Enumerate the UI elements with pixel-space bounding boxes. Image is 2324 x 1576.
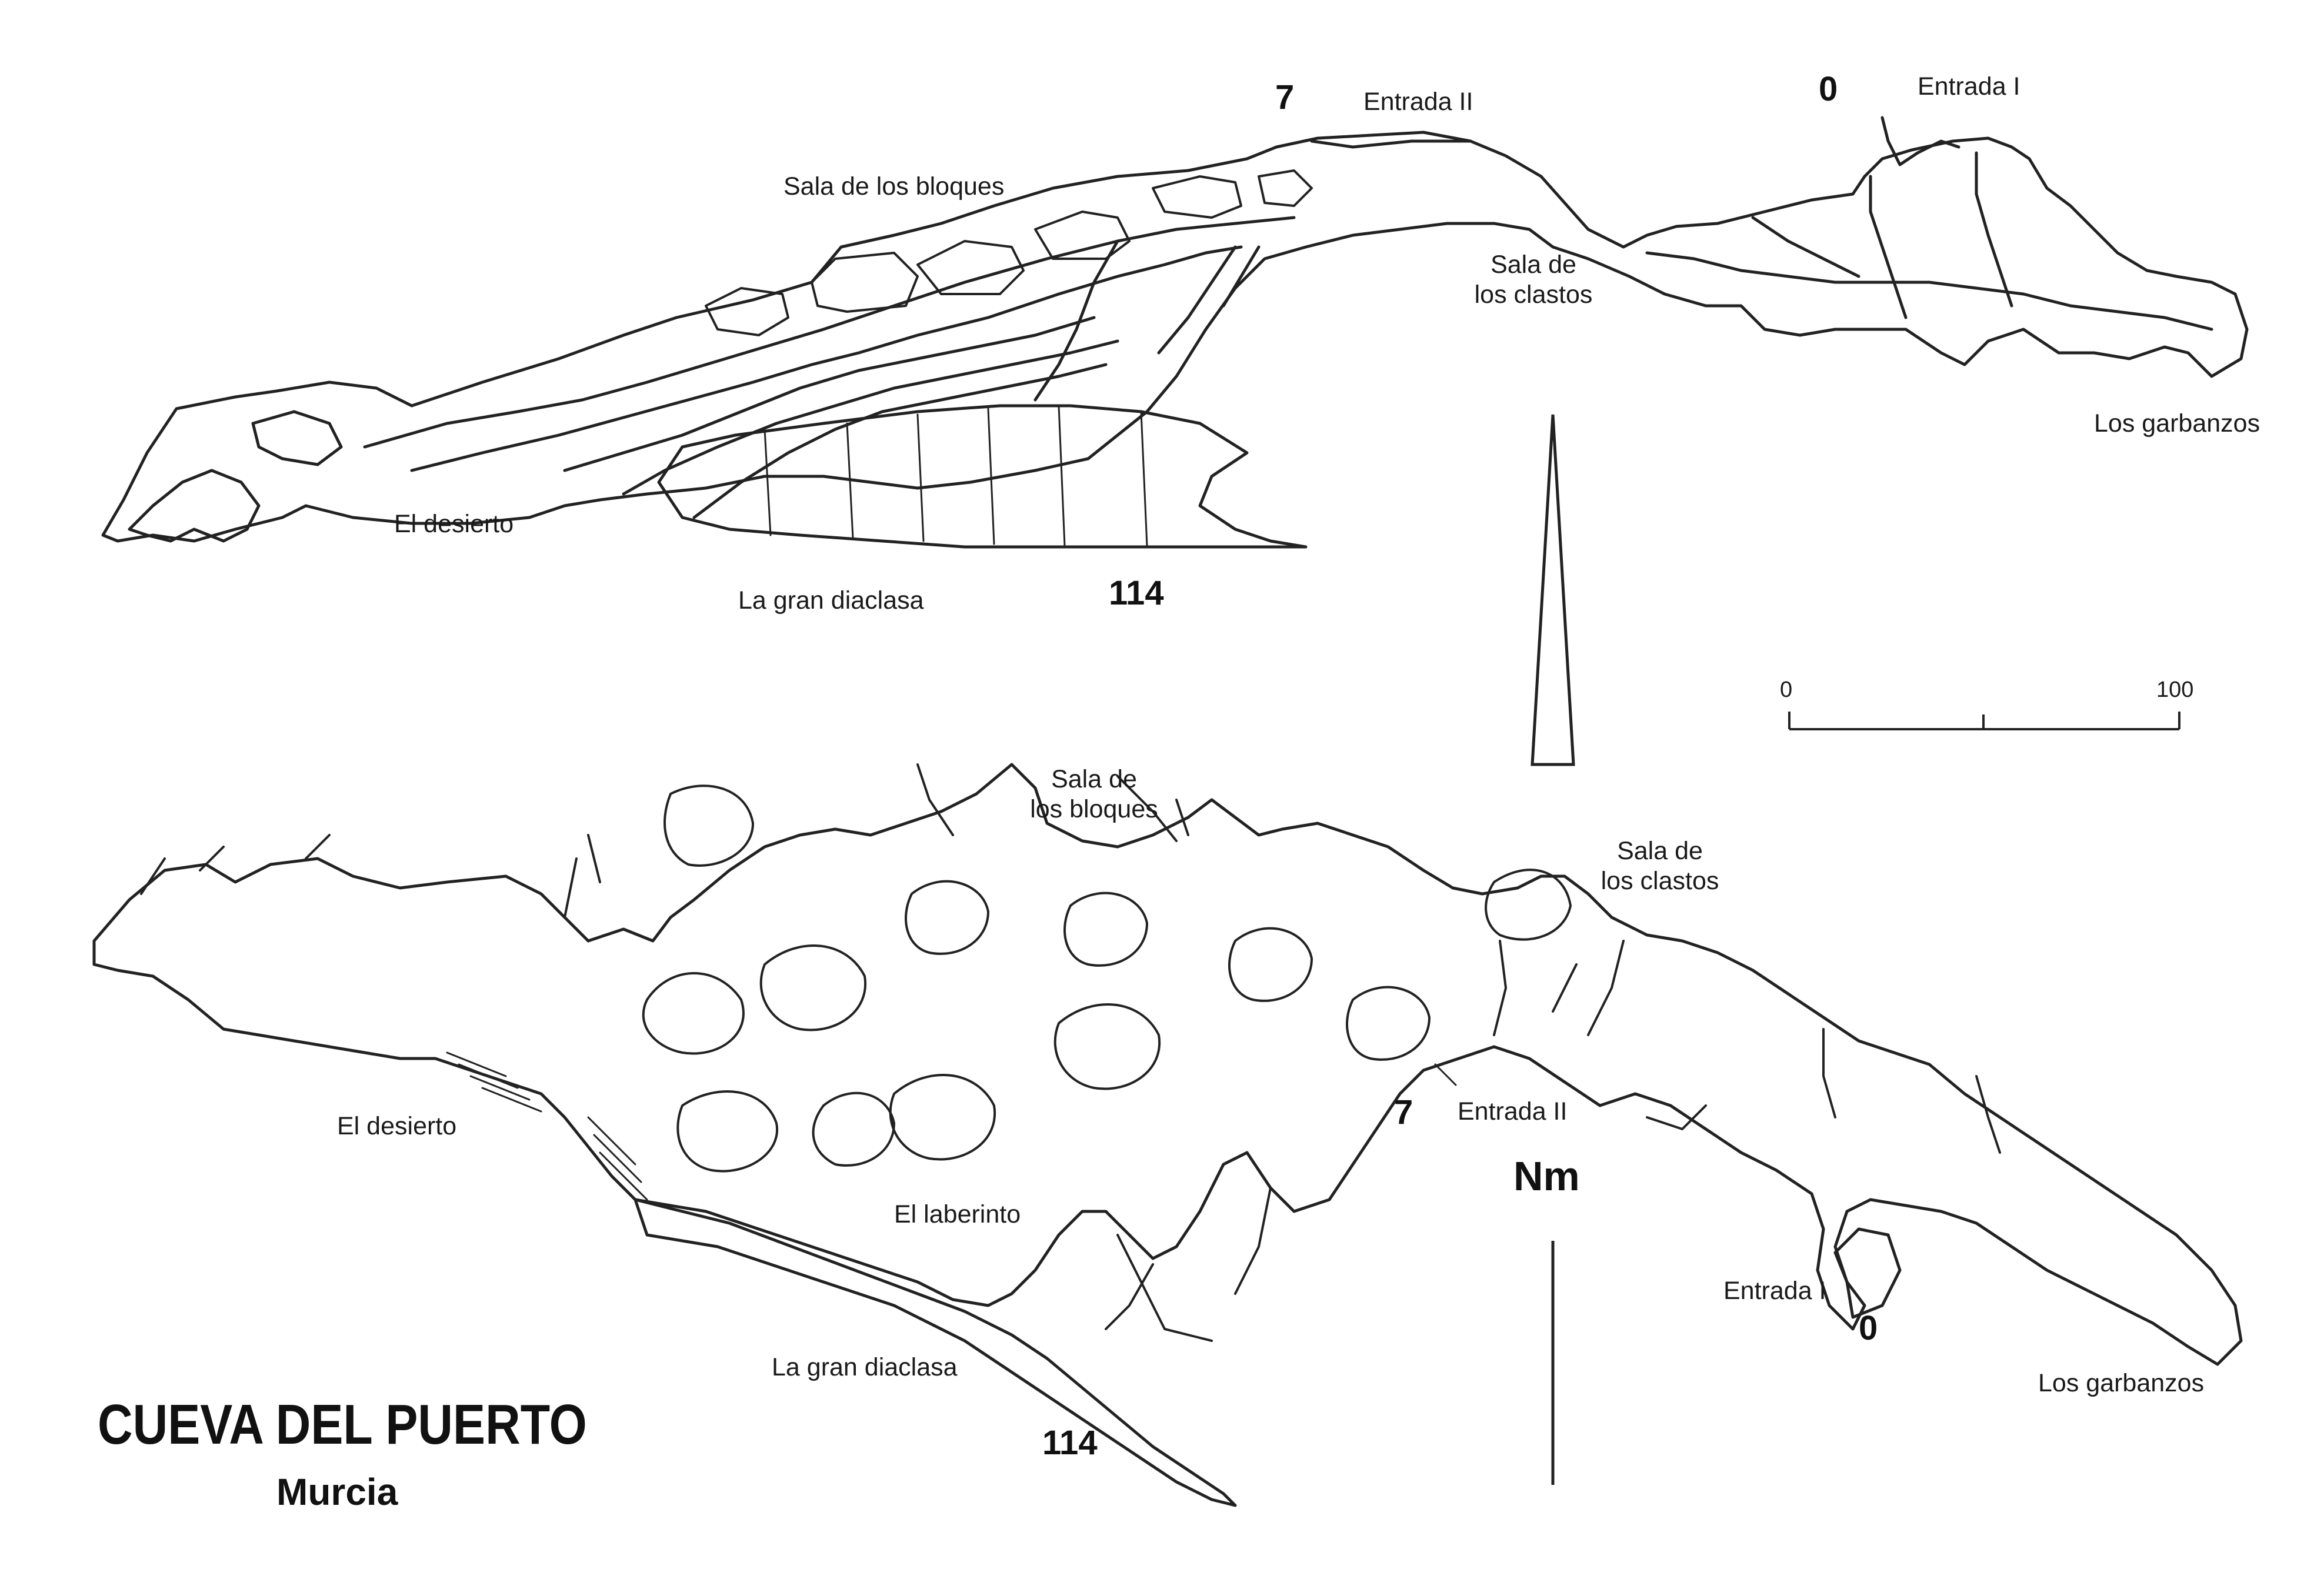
- plan-label-sala-clastos-line2: los clastos: [1601, 866, 1719, 895]
- plan-label-laberinto: El laberinto: [894, 1200, 1021, 1228]
- profile-station-entrada-i: 0: [1819, 70, 1838, 108]
- plan-branches: [140, 763, 2001, 1342]
- plan-desierto-hatch: [446, 1051, 648, 1201]
- plan-label-garbanzos: Los garbanzos: [2038, 1369, 2205, 1397]
- plan-label-entrada-ii: Entrada II: [1458, 1097, 1568, 1126]
- plan-label-desierto: El desierto: [337, 1112, 457, 1140]
- profile-inner-1: [363, 216, 1296, 449]
- plan-label-sala-bloques-line2: los bloques: [1030, 794, 1158, 823]
- profile-inner-5: [692, 363, 1108, 519]
- plan-label-sala-clastos: Sala de los clastos: [1572, 836, 1748, 896]
- plan-label-gran-diaclasa: La gran diaclasa: [772, 1353, 958, 1381]
- profile-station-deepest: 114: [1109, 574, 1164, 612]
- elevation-wedge: [1531, 414, 1575, 766]
- plan-loops: [642, 784, 1572, 1173]
- profile-diaclasa-lines: [763, 405, 1148, 547]
- north-label: Nm: [1513, 1153, 1580, 1199]
- profile-branch-3: [1222, 245, 1261, 308]
- profile-label-garbanzos: Los garbanzos: [2094, 409, 2260, 438]
- plan-label-sala-bloques-line1: Sala de: [1051, 765, 1137, 793]
- profile-label-desierto: El desierto: [394, 510, 514, 538]
- plan-entrada-ii-pointer: [1434, 1063, 1457, 1086]
- plan-station-deepest: 114: [1042, 1424, 1098, 1462]
- profile-label-sala-clastos-line2: los clastos: [1474, 280, 1593, 309]
- plan-section: [92, 763, 2243, 1507]
- scale-min: 0: [1780, 677, 1793, 702]
- profile-branch-1: [1033, 239, 1119, 402]
- profile-section: [101, 116, 2249, 549]
- plan-station-entrada-i: 0: [1859, 1309, 1878, 1347]
- profile-label-gran-diaclasa: La gran diaclasa: [738, 586, 924, 615]
- scale-bar: [1788, 712, 2180, 730]
- profile-label-sala-clastos-line1: Sala de: [1491, 251, 1576, 279]
- plan-label-sala-bloques: Sala de los bloques: [1000, 764, 1188, 824]
- plan-label-entrada-i: Entrada I: [1723, 1277, 1826, 1305]
- profile-main-passage: [101, 131, 2249, 543]
- profile-label-entrada-i: Entrada I: [1918, 72, 2020, 101]
- profile-station-entrada-ii: 7: [1275, 78, 1295, 116]
- plan-station-entrada-ii: 7: [1394, 1093, 1413, 1131]
- profile-desierto-passage: [128, 469, 261, 543]
- profile-right-mesh-4: [1751, 216, 1860, 278]
- profile-entrada-ii-shaft: [1310, 139, 1472, 149]
- map-title: CUEVA DEL PUERTO: [98, 1393, 587, 1456]
- profile-blocks: [705, 169, 1313, 336]
- map-subtitle: Murcia: [276, 1471, 398, 1513]
- profile-inner-4: [622, 339, 1119, 496]
- profile-right-mesh-3: [1975, 151, 2013, 308]
- profile-label-sala-bloques: Sala de los bloques: [783, 172, 1005, 201]
- profile-branch-2: [1157, 245, 1237, 355]
- plan-outline: [92, 763, 2243, 1366]
- plan-entrada-i-passage: [1833, 1227, 1902, 1319]
- profile-label-entrada-ii: Entrada II: [1363, 88, 1473, 116]
- profile-right-mesh-1: [1645, 251, 2213, 331]
- profile-label-sala-clastos: Sala de los clastos: [1448, 250, 1619, 309]
- profile-diaclasa-block: [657, 404, 1308, 549]
- profile-entrada-i-shaft: [1880, 116, 1960, 166]
- plan-diaclasa: [633, 1198, 1237, 1507]
- profile-inner-2: [410, 245, 1243, 472]
- scale-max: 100: [2156, 677, 2194, 702]
- plan-label-sala-clastos-line1: Sala de: [1617, 837, 1703, 865]
- profile-desierto-loop: [251, 410, 343, 466]
- profile-inner-3: [563, 316, 1096, 472]
- profile-right-mesh-2: [1869, 175, 1908, 319]
